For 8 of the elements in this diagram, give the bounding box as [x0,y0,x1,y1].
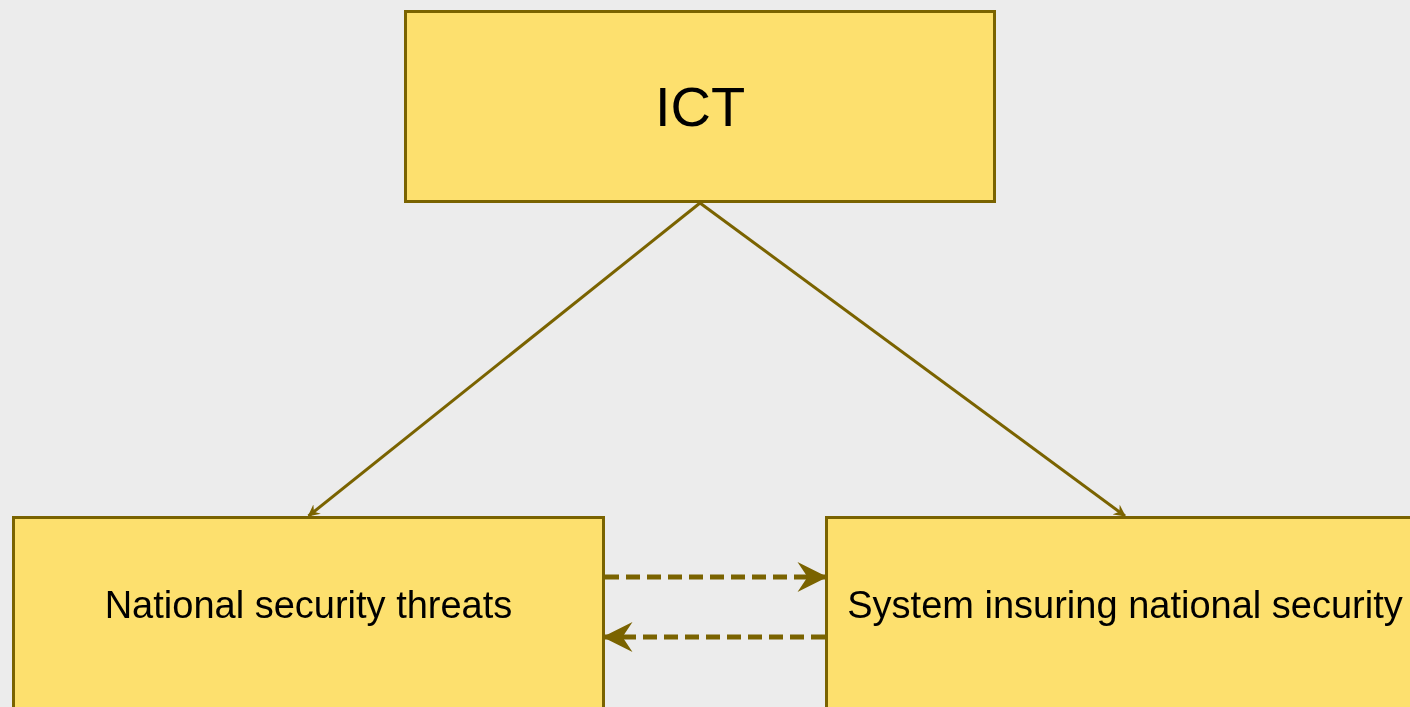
box-label: ICT [654,73,746,140]
box-label: National security threats [104,583,513,629]
process-box [12,516,605,707]
process-box [404,10,996,203]
arrow [699,201,1126,518]
box-label: System insuring national security [847,583,1403,629]
arrow [307,201,701,518]
process-box [825,516,1410,707]
